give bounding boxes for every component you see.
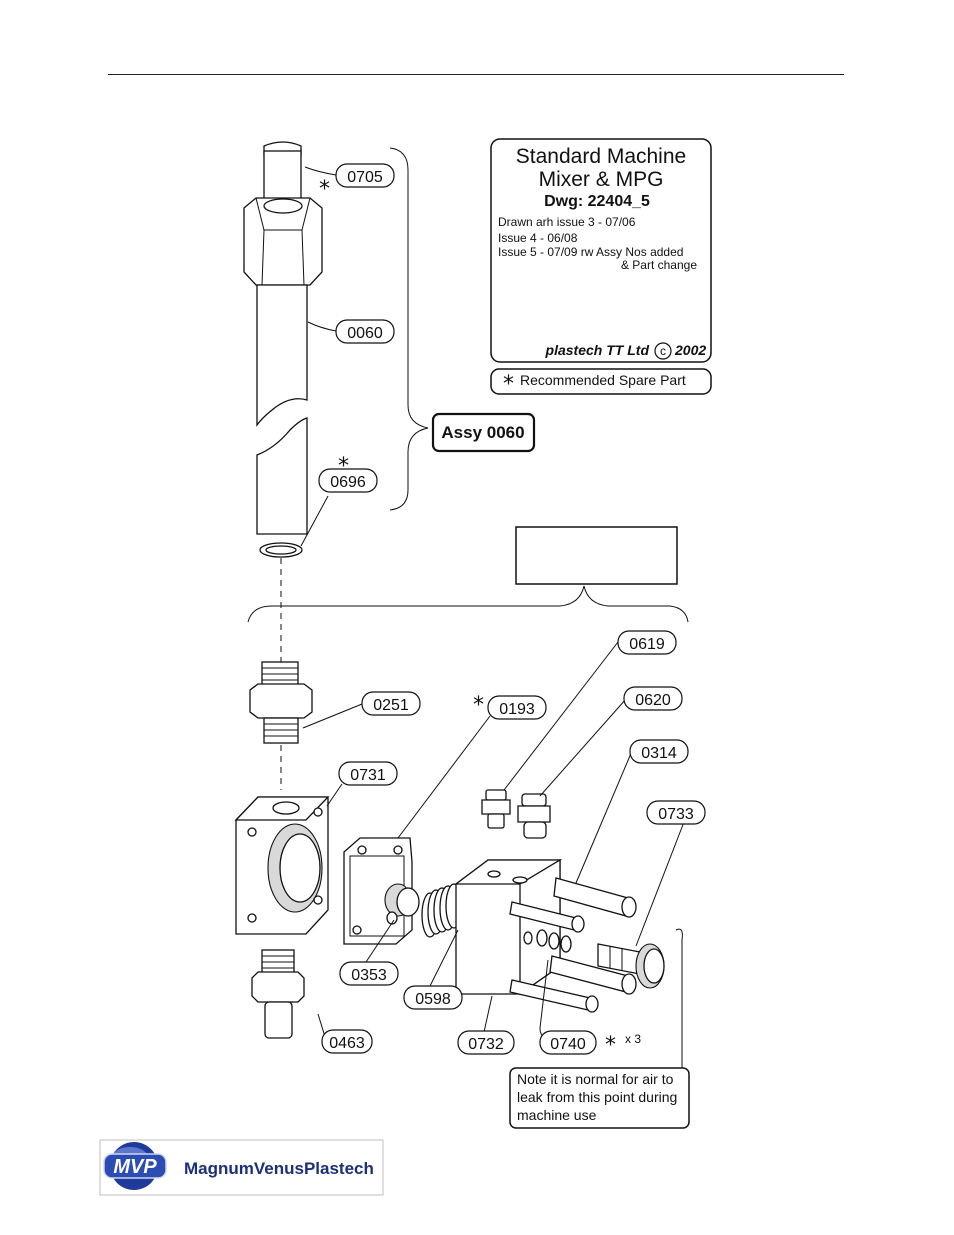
spare-star-0705: * bbox=[319, 177, 330, 202]
part-number-0696: 0696 bbox=[318, 468, 378, 493]
revision-1: Drawn arh issue 3 - 07/06 bbox=[498, 215, 636, 229]
air-leak-note: Note it is normal for air to leak from t… bbox=[509, 1067, 690, 1129]
part-number-0463: 0463 bbox=[321, 1029, 373, 1054]
svg-text:0314: 0314 bbox=[641, 745, 677, 762]
block-0731 bbox=[234, 796, 330, 935]
logo-company-name: MagnumVenusPlastech bbox=[184, 1159, 374, 1178]
screws-0314 bbox=[509, 877, 637, 1013]
copyright-owner: plastech TT Ltd bbox=[545, 342, 650, 358]
air-note-line3: machine use bbox=[517, 1107, 597, 1123]
svg-text:0732: 0732 bbox=[468, 1036, 504, 1053]
copyright-symbol: c bbox=[660, 344, 666, 358]
copyright-icon bbox=[654, 342, 672, 360]
part-number-0598: 0598 bbox=[403, 985, 463, 1010]
copyright-year: 2002 bbox=[674, 342, 706, 358]
svg-text:0193: 0193 bbox=[499, 701, 535, 718]
fitting-0463 bbox=[251, 949, 305, 1039]
title-line2: Mixer & MPG bbox=[539, 168, 664, 191]
spare-star-0193: * bbox=[473, 693, 484, 718]
gasket-0193 bbox=[343, 837, 420, 945]
fittings-0619-0620 bbox=[481, 789, 551, 839]
assembly-brace bbox=[389, 147, 429, 511]
part-number-0619: 0619 bbox=[617, 630, 677, 655]
assembly-label: Assy 0060 bbox=[431, 412, 536, 453]
svg-text:0696: 0696 bbox=[330, 474, 366, 491]
svg-text:0740: 0740 bbox=[550, 1036, 586, 1053]
leader-lines bbox=[300, 166, 685, 1068]
svg-text:0463: 0463 bbox=[329, 1035, 365, 1052]
spare-part-legend: * Recommended Spare Part bbox=[490, 368, 712, 397]
revision-2: Issue 4 - 06/08 bbox=[498, 231, 578, 245]
legend-text: Recommended Spare Part bbox=[520, 372, 686, 388]
part-number-0705: 0705 bbox=[335, 163, 395, 188]
part-number-0314: 0314 bbox=[629, 739, 689, 764]
svg-text:0620: 0620 bbox=[635, 692, 671, 709]
svg-text:0598: 0598 bbox=[415, 991, 451, 1008]
part-number-0251: 0251 bbox=[361, 691, 421, 716]
part-number-0732: 0732 bbox=[457, 1030, 515, 1055]
quantity-note: x 3 bbox=[625, 1032, 641, 1046]
title-block: Standard Machine Mixer & MPG Dwg: 22404_… bbox=[490, 138, 712, 363]
part-number-0193: 0193 bbox=[487, 695, 547, 720]
spare-star-0740: * bbox=[605, 1033, 616, 1058]
svg-text:0733: 0733 bbox=[658, 806, 694, 823]
air-note-line2: leak from this point during bbox=[517, 1089, 677, 1105]
header-rule bbox=[108, 74, 844, 75]
blank-label-box bbox=[515, 526, 678, 585]
part-number-0740: 0740 bbox=[539, 1030, 597, 1055]
lower-assembly-brace bbox=[247, 585, 689, 623]
title-line1: Standard Machine bbox=[516, 145, 686, 168]
company-logo: MVP MagnumVenusPlastech bbox=[99, 1139, 384, 1196]
part-number-0731: 0731 bbox=[338, 761, 398, 786]
body-0732 bbox=[454, 858, 563, 996]
svg-text:0353: 0353 bbox=[351, 967, 387, 984]
legend-star-icon: * bbox=[503, 372, 514, 397]
svg-text:0251: 0251 bbox=[373, 697, 409, 714]
part-number-0060: 0060 bbox=[335, 319, 395, 344]
svg-text:0619: 0619 bbox=[629, 636, 665, 653]
svg-text:0705: 0705 bbox=[347, 169, 383, 186]
hose-assembly bbox=[243, 141, 323, 662]
svg-text:0060: 0060 bbox=[347, 325, 383, 342]
svg-text:0731: 0731 bbox=[350, 767, 386, 784]
revision-3: Issue 5 - 07/09 rw Assy Nos added bbox=[498, 245, 683, 259]
revision-3-continued: & Part change bbox=[621, 258, 697, 272]
valve-0733 bbox=[597, 943, 665, 989]
part-number-0733: 0733 bbox=[646, 800, 706, 825]
air-note-line1: Note it is normal for air to bbox=[517, 1071, 674, 1087]
fitting-0251 bbox=[249, 661, 313, 744]
logo-badge-text: MVP bbox=[113, 1156, 157, 1178]
part-number-0620: 0620 bbox=[623, 686, 683, 711]
assembly-label-text: Assy 0060 bbox=[441, 423, 524, 442]
orings-0740 bbox=[536, 929, 572, 953]
drawing-number: Dwg: 22404_5 bbox=[544, 193, 650, 210]
part-number-0353: 0353 bbox=[339, 961, 399, 986]
spare-star-0696: * bbox=[338, 454, 349, 479]
